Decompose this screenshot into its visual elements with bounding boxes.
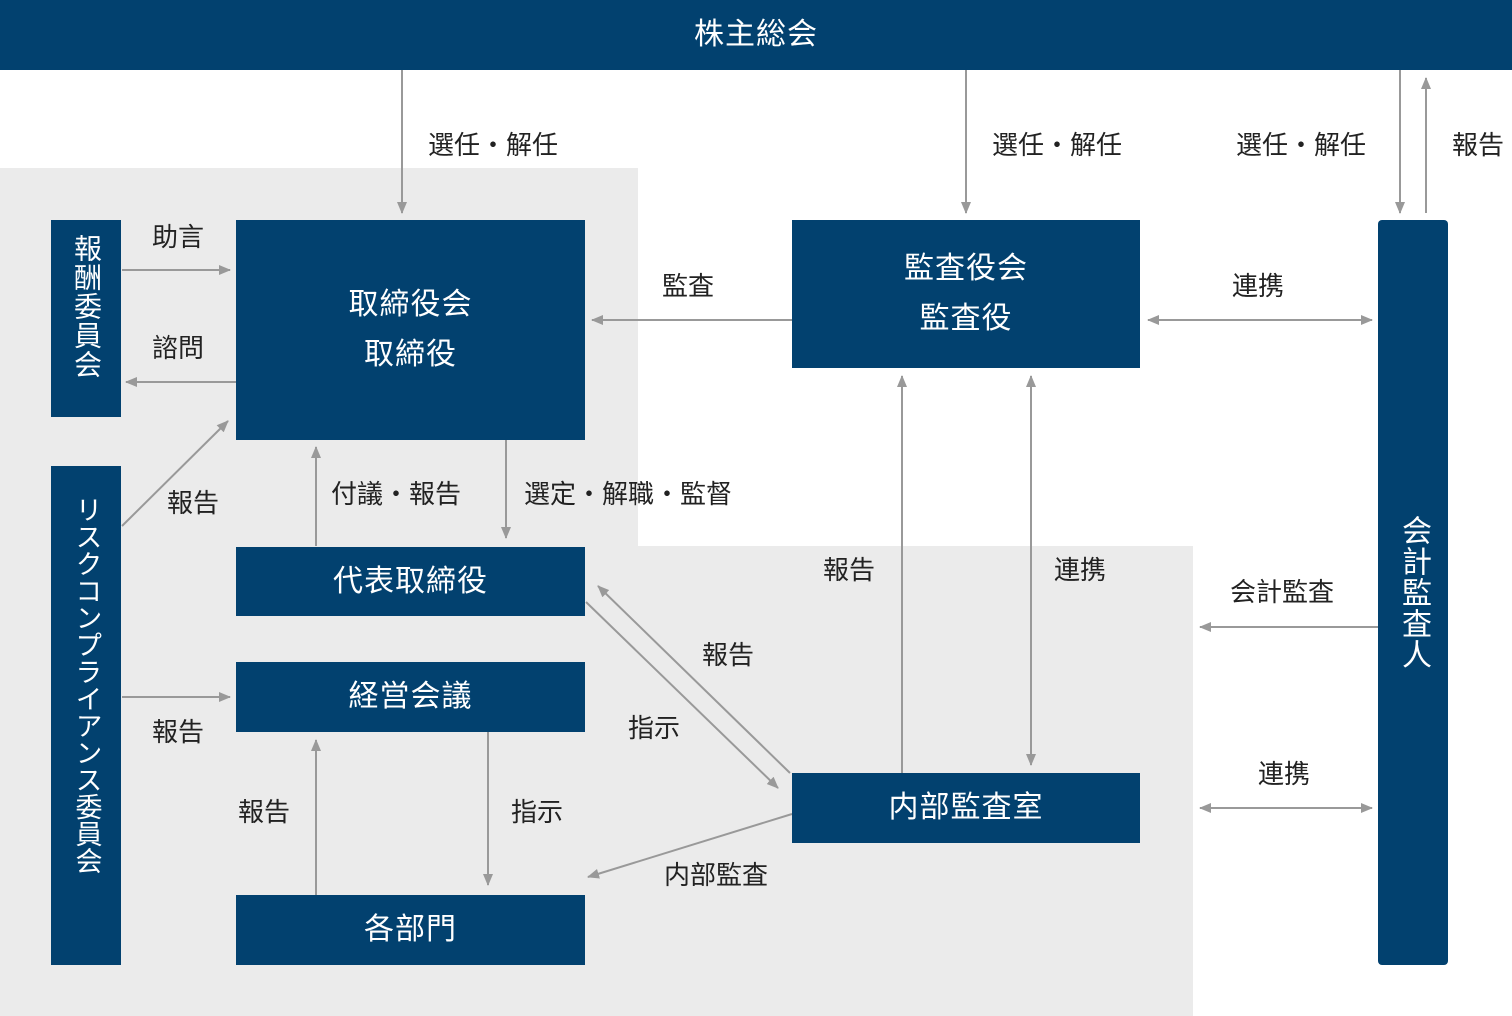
audit-board-box: 監査役会 監査役 <box>792 220 1140 368</box>
representative-director-label: 代表取締役 <box>333 563 488 599</box>
label-mgmt-instruct: 指示 <box>511 798 564 828</box>
label-audit-board: 監査 <box>662 272 715 302</box>
risk-compliance-committee-box: リスクコンプライアンス委員会 <box>51 466 121 965</box>
audit-board-label: 監査役会 <box>904 251 1028 286</box>
directors-label: 取締役 <box>364 337 457 372</box>
auditors-label: 監査役 <box>919 301 1013 336</box>
label-coop-audit-auditor: 連携 <box>1232 272 1285 302</box>
risk-compliance-committee-label: リスクコンプライアンス委員会 <box>70 496 102 874</box>
accounting-auditor-label: 会計監査人 <box>1396 515 1431 670</box>
departments-box: 各部門 <box>236 895 585 965</box>
label-ia-coop-audit: 連携 <box>1054 556 1107 586</box>
label-selection-dismissal: 選定・解職・監督 <box>524 480 733 510</box>
label-elect-audit: 選任・解任 <box>992 131 1123 161</box>
shareholders-meeting-label: 株主総会 <box>694 17 818 52</box>
label-dept-report: 報告 <box>238 798 291 828</box>
management-meeting-label: 経営会議 <box>348 679 473 714</box>
label-risk-report-board: 報告 <box>167 489 220 519</box>
internal-audit-office-label: 内部監査室 <box>888 790 1044 825</box>
shareholders-meeting-box: 株主総会 <box>0 0 1512 70</box>
label-accounting-audit: 会計監査 <box>1230 578 1335 608</box>
label-internal-audit: 内部監査 <box>664 861 769 891</box>
label-coop-ia-auditor: 連携 <box>1258 760 1311 790</box>
management-meeting-box: 経営会議 <box>236 662 585 732</box>
label-consult: 諮問 <box>152 334 205 364</box>
arrow-risk-report-board <box>121 420 229 527</box>
arrow-internal-audit <box>587 813 793 879</box>
arrow-ia-report-rep <box>597 585 791 774</box>
board-of-directors-box: 取締役会 取締役 <box>236 220 585 440</box>
label-ia-report-rep: 報告 <box>702 641 755 671</box>
departments-label: 各部門 <box>364 912 457 947</box>
label-rep-instruct-ia: 指示 <box>628 714 681 744</box>
label-elect-board: 選任・解任 <box>428 131 559 161</box>
label-ia-report-audit: 報告 <box>823 556 876 586</box>
compensation-committee-box: 報酬委員会 <box>51 220 121 417</box>
label-elect-auditor: 選任・解任 <box>1236 131 1367 161</box>
compensation-committee-label: 報酬委員会 <box>70 234 103 379</box>
board-of-directors-label: 取締役会 <box>348 287 473 322</box>
label-resolution-report: 付議・報告 <box>331 480 462 510</box>
label-advice: 助言 <box>152 223 205 253</box>
label-risk-report-mgmt: 報告 <box>152 718 205 748</box>
label-auditor-report-sh: 報告 <box>1452 131 1505 161</box>
arrow-rep-instruct-ia <box>585 601 779 789</box>
accounting-auditor-box: 会計監査人 <box>1378 220 1448 965</box>
internal-audit-office-box: 内部監査室 <box>792 773 1140 843</box>
representative-director-box: 代表取締役 <box>236 547 585 616</box>
